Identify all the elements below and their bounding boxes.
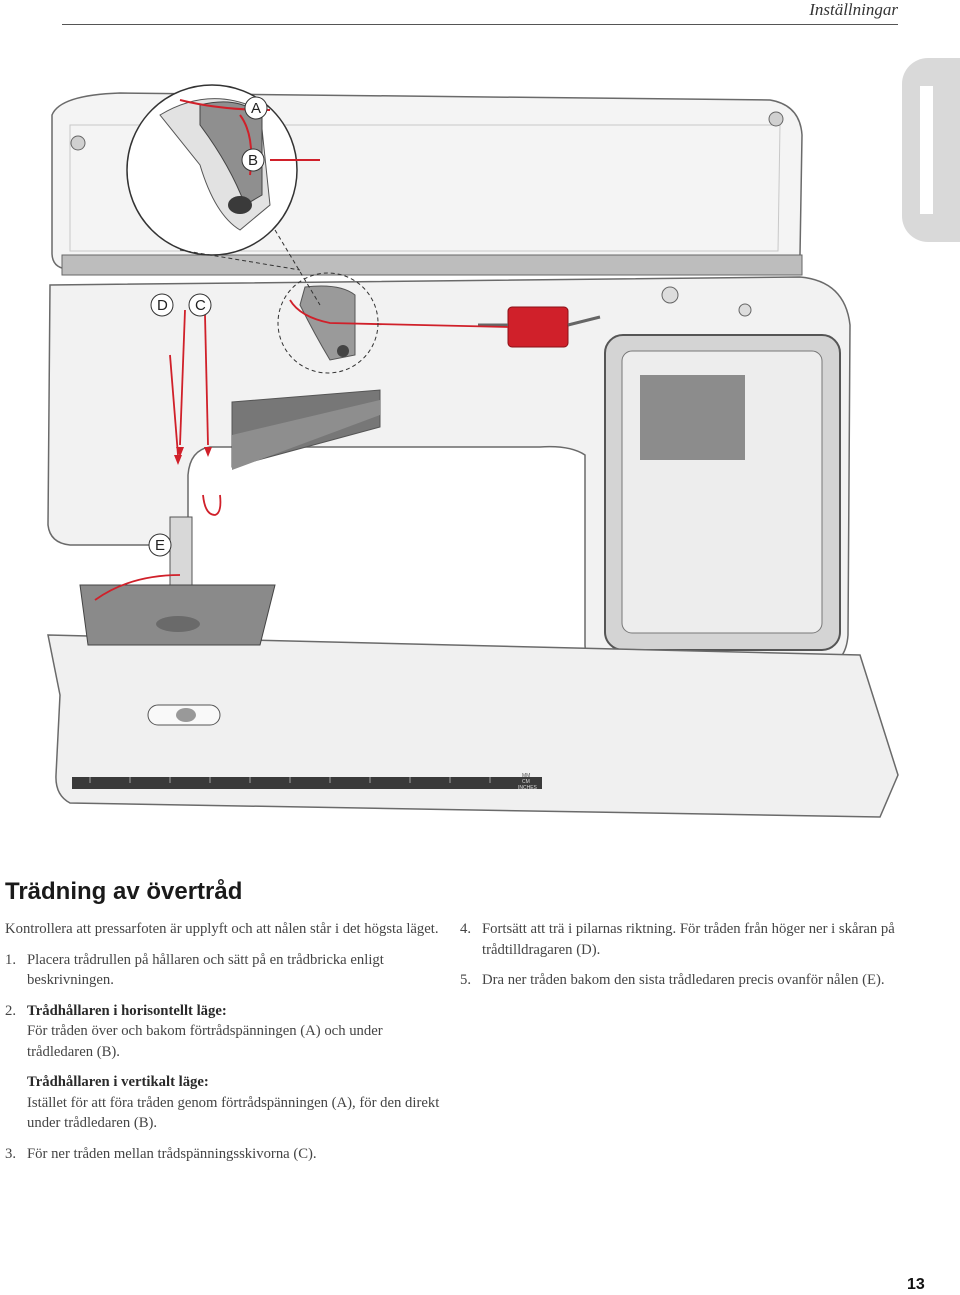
step-5-text: Dra ner tråden bakom den sista trådledar… bbox=[482, 972, 885, 988]
vertical-note: Trådhållaren i vertikalt läge: Istället … bbox=[27, 1072, 445, 1134]
svg-text:C: C bbox=[195, 297, 206, 314]
ruler-mm-label: MM bbox=[522, 773, 530, 779]
ruler-cm-label: CM bbox=[522, 779, 530, 785]
callout-a: A bbox=[244, 96, 268, 120]
callout-d: D bbox=[150, 293, 174, 317]
page-number: 13 bbox=[907, 1276, 925, 1293]
running-header: Inställningar bbox=[809, 0, 898, 19]
callout-b: B bbox=[241, 148, 265, 172]
step-2: 2. Trådhållaren i horisontellt läge: För… bbox=[5, 1001, 445, 1063]
step-3-number: 3. bbox=[5, 1145, 17, 1162]
step-3: 3. För ner tråden mellan trådspänningssk… bbox=[5, 1144, 445, 1165]
step-4-number: 4. bbox=[460, 921, 472, 937]
svg-text:E: E bbox=[155, 537, 165, 554]
vertical-note-heading: Trådhållaren i vertikalt läge: bbox=[27, 1074, 209, 1090]
left-column: Kontrollera att pressarfoten är upplyft … bbox=[5, 919, 445, 1174]
ruler-inches-label: INCHES bbox=[518, 785, 538, 791]
svg-text:A: A bbox=[251, 100, 261, 117]
svg-text:B: B bbox=[248, 152, 258, 169]
step-4-text: Fortsätt att trä i pilarnas riktning. Fö… bbox=[482, 921, 895, 958]
chapter-tab-marker bbox=[920, 86, 933, 214]
step-4: 4. Fortsätt att trä i pilarnas riktning.… bbox=[460, 919, 900, 960]
header-rule bbox=[62, 24, 898, 25]
chapter-tab bbox=[902, 58, 960, 242]
step-1-number: 1. bbox=[5, 951, 17, 968]
step-3-text: För ner tråden mellan trådspänningsskivo… bbox=[27, 1145, 317, 1162]
callout-c: C bbox=[188, 293, 212, 317]
step-5: 5. Dra ner tråden bakom den sista trådle… bbox=[460, 970, 900, 991]
intro-paragraph: Kontrollera att pressarfoten är upplyft … bbox=[5, 921, 439, 937]
callout-e: E bbox=[148, 533, 172, 557]
step-1-text: Placera trådrullen på hållaren och sätt … bbox=[27, 951, 384, 989]
step-5-number: 5. bbox=[460, 972, 472, 988]
svg-text:D: D bbox=[157, 297, 168, 314]
right-column: 4. Fortsätt att trä i pilarnas riktning.… bbox=[460, 919, 900, 1001]
step-1: 1. Placera trådrullen på hållaren och sä… bbox=[5, 950, 445, 991]
vertical-note-text: Istället för att föra tråden genom förtr… bbox=[27, 1094, 440, 1132]
section-title: Trädning av övertråd bbox=[5, 878, 243, 905]
step-2-heading: Trådhållaren i horisontellt läge: bbox=[27, 1002, 227, 1019]
step-2-text: För tråden över och bakom förtrådspännin… bbox=[27, 1023, 383, 1060]
step-2-number: 2. bbox=[5, 1002, 17, 1019]
sewing-machine-illustration: MM CM INCHES A B C bbox=[47, 84, 899, 818]
machine-bed bbox=[47, 634, 899, 818]
